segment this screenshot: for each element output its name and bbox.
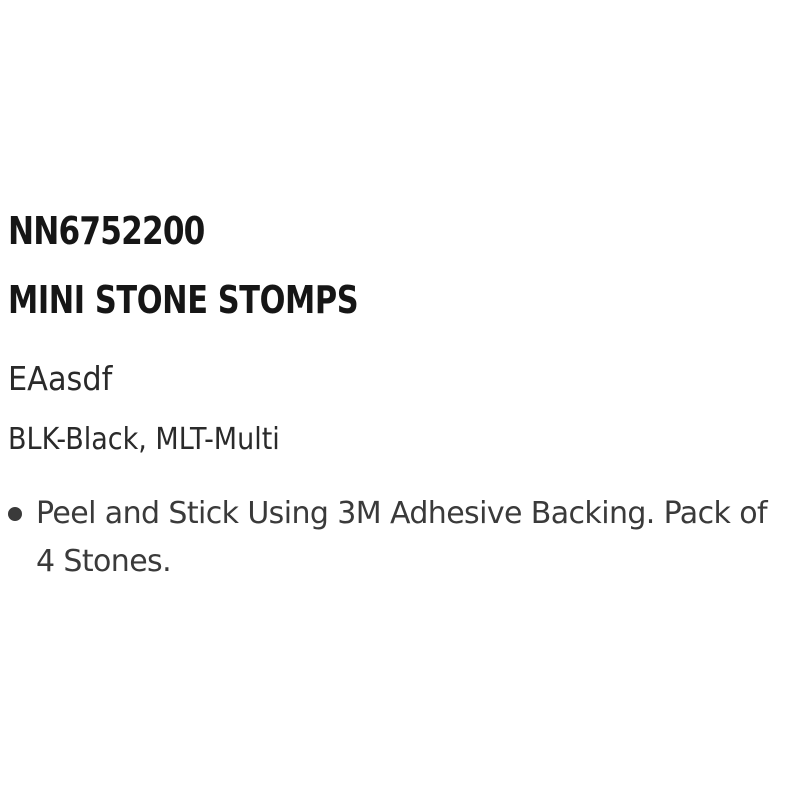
product-title: MINI STONE STOMPS — [8, 278, 359, 322]
product-colors: BLK-Black, MLT-Multi — [8, 422, 280, 457]
feature-text: Peel and Stick Using 3M Adhesive Backing… — [36, 496, 768, 579]
bullet-icon — [8, 507, 22, 521]
feature-item: Peel and Stick Using 3M Adhesive Backing… — [8, 490, 792, 586]
product-subtitle: EAasdf — [8, 359, 113, 398]
feature-list: Peel and Stick Using 3M Adhesive Backing… — [8, 490, 792, 586]
product-sku: NN6752200 — [8, 209, 205, 253]
